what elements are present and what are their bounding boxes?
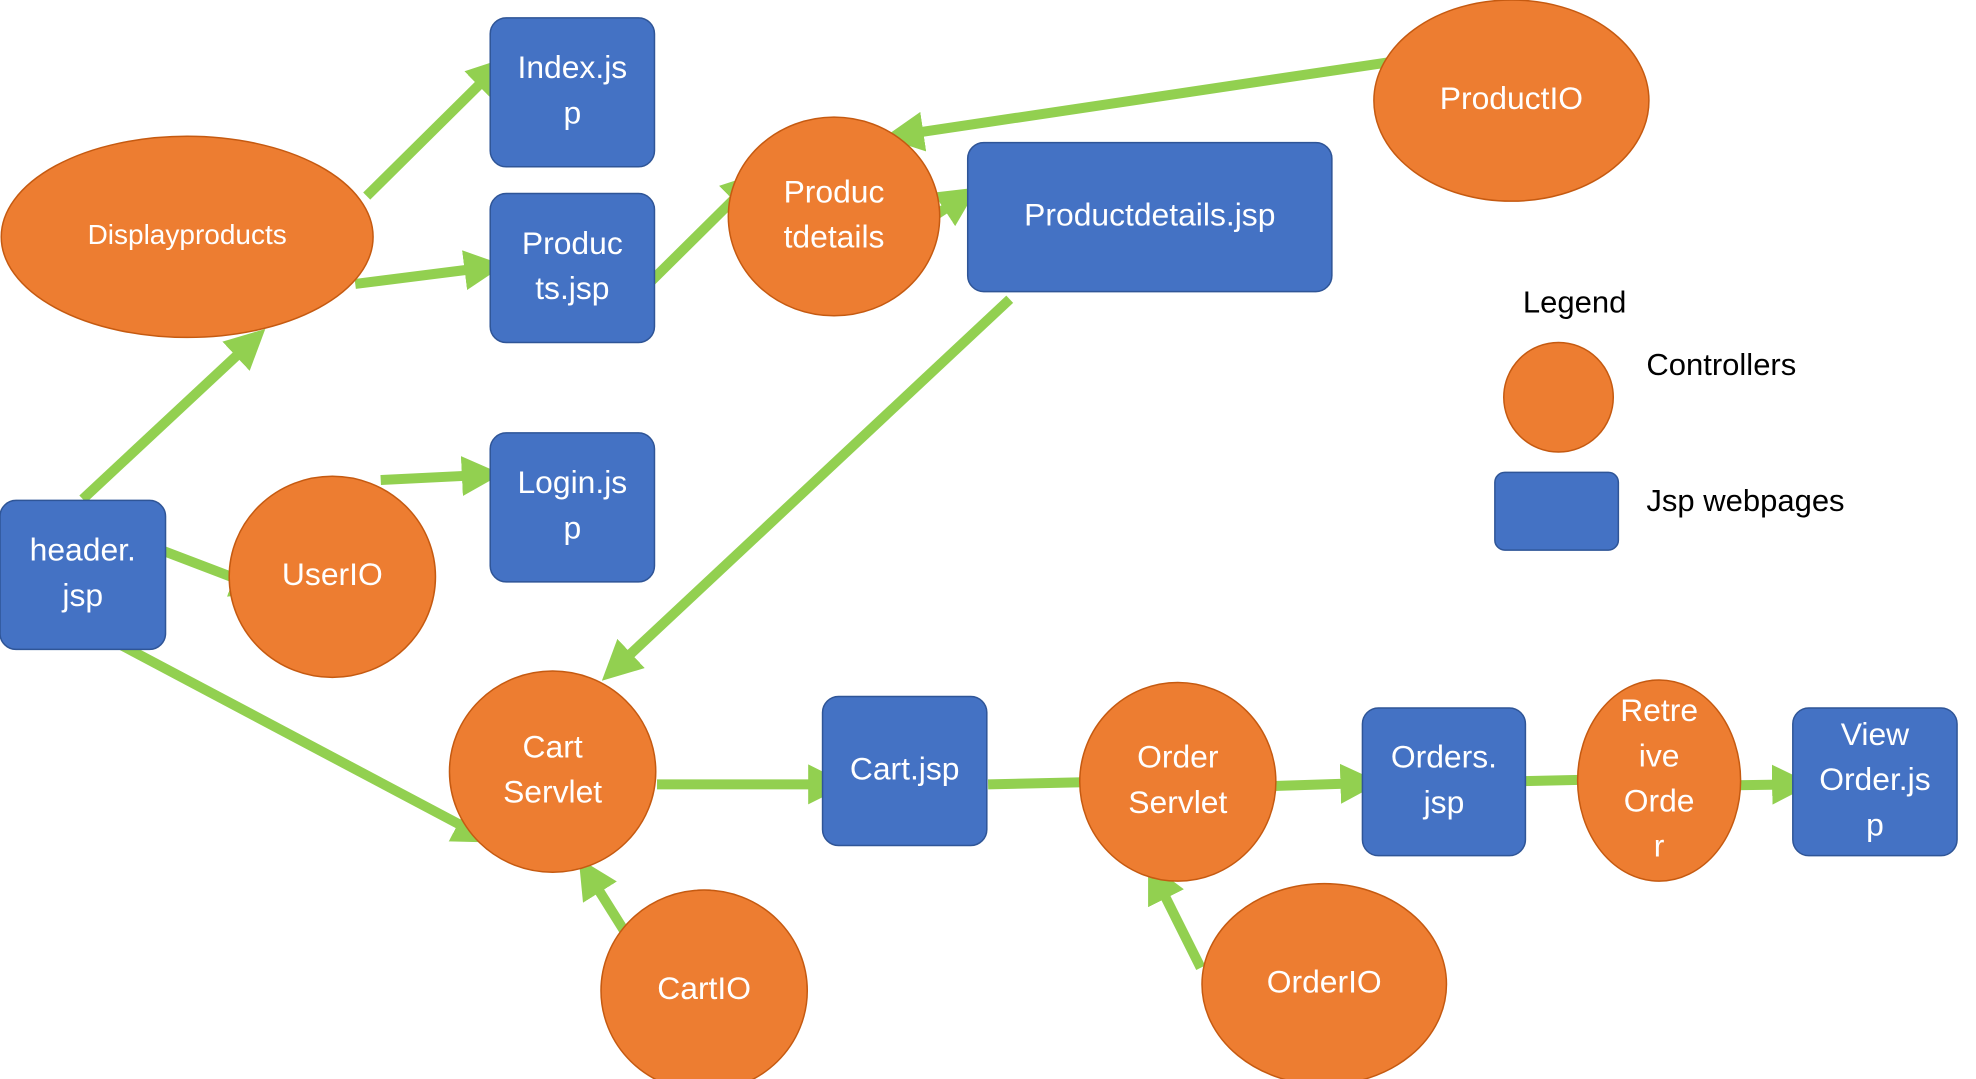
controller-shape (448, 670, 657, 873)
flow-arrow-9 (601, 295, 1014, 681)
controller-shape (1079, 681, 1277, 882)
jsp-page-shape (1792, 707, 1958, 857)
node-label: CartIO (657, 970, 751, 1006)
node-label: OrderIO (1267, 964, 1382, 1000)
node-label: jsp (1423, 784, 1465, 820)
controller-shape (727, 116, 941, 317)
controller-shape (1576, 679, 1742, 882)
node-label: Order.js (1819, 761, 1930, 797)
node-label: p (563, 94, 581, 130)
legend-controller-swatch (1503, 341, 1615, 453)
cartio-controller-node: CartIO (600, 889, 808, 1079)
node-label: tdetails (784, 218, 885, 254)
jsp-page-shape (966, 141, 1333, 293)
node-label: Orde (1624, 783, 1695, 819)
orders-jsp-page-node: Orders. jsp (1361, 707, 1527, 857)
node-label: header. (30, 532, 136, 568)
legend-controllers-label: Controllers (1646, 347, 1796, 382)
jsp-page-shape (489, 17, 656, 168)
node-label: Servlet (503, 774, 602, 810)
flow-arrow-17 (1148, 862, 1206, 970)
node-label: Produc (784, 173, 885, 209)
productdetails-jsp-page-node: Productdetails.jsp (966, 141, 1333, 293)
productdetails-controller-node: Produc tdetails (727, 116, 941, 317)
userio-controller-node: UserIO (228, 475, 437, 679)
node-label: Order (1137, 739, 1219, 775)
node-label: Cart (523, 728, 583, 764)
controller-shape (0, 135, 374, 339)
node-label: Produc (522, 225, 623, 261)
controller-shape (1373, 0, 1650, 202)
node-label: ive (1639, 737, 1680, 773)
controller-shape (1201, 882, 1448, 1079)
flow-arrow-16 (578, 858, 634, 942)
node-label: Displayproducts (88, 219, 287, 250)
header-jsp-page-node: header. jsp (0, 499, 167, 651)
legend-jsp-swatch (1494, 471, 1620, 551)
jsp-page-shape (821, 695, 988, 847)
products-jsp-page-node: Produc ts.jsp (489, 192, 656, 344)
jsp-page-shape (1361, 707, 1527, 857)
flow-arrow-10 (114, 638, 494, 843)
displayproducts-controller-node: Displayproducts (0, 135, 374, 339)
node-label: Productdetails.jsp (1024, 197, 1275, 233)
node-label: Retre (1620, 692, 1698, 728)
node-label: ProductIO (1440, 80, 1583, 116)
flow-arrow-3 (79, 328, 266, 503)
node-label: jsp (61, 577, 103, 613)
orderio-controller-node: OrderIO (1201, 882, 1448, 1079)
node-label: UserIO (282, 556, 383, 592)
node-label: Cart.jsp (850, 750, 960, 786)
node-label: Index.js (517, 49, 627, 85)
jsp-page-shape (0, 499, 167, 651)
node-label: Servlet (1128, 784, 1227, 820)
legend-title: Legend (1523, 285, 1626, 320)
node-label: p (1866, 806, 1884, 842)
jsp-page-shape (489, 432, 656, 583)
controller-shape (228, 475, 437, 679)
productio-controller-node: ProductIO (1373, 0, 1650, 202)
node-label: r (1654, 828, 1665, 864)
node-label: Login.js (517, 464, 627, 500)
flow-arrow-5 (380, 456, 502, 497)
flow-arrow-1 (363, 57, 507, 200)
node-label: p (563, 509, 581, 545)
jsp-page-shape (489, 192, 656, 344)
index-jsp-page-node: Index.js p (489, 17, 656, 168)
controller-shape (600, 889, 808, 1079)
legend-jsp-label: Jsp webpages (1646, 483, 1844, 518)
node-label: ts.jsp (535, 270, 609, 306)
cart-jsp-page-node: Cart.jsp (821, 695, 988, 847)
flow-arrow-8 (883, 57, 1389, 152)
login-jsp-page-node: Login.js p (489, 432, 656, 583)
node-label: View (1841, 716, 1910, 752)
node-label: Orders. (1391, 739, 1497, 775)
flow-arrow-2 (354, 250, 505, 290)
